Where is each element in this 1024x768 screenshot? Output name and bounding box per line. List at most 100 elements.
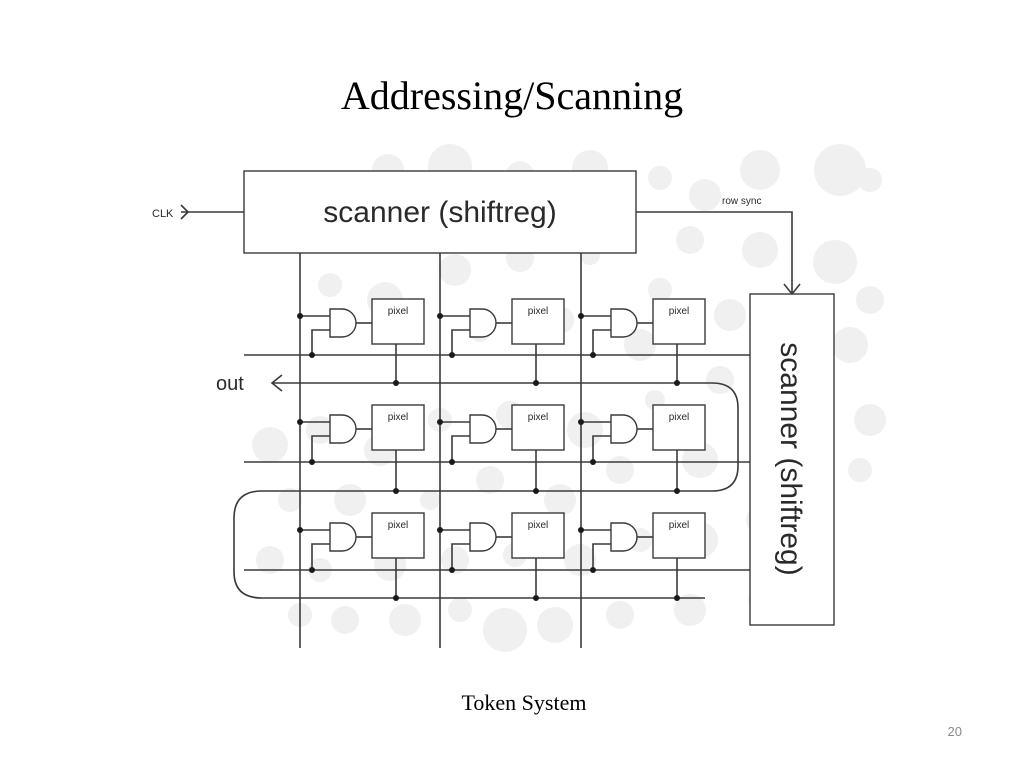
junction-dot [674,380,680,386]
junction-dot [578,313,584,319]
pixel-label: pixel [669,520,690,531]
bubble-decoration [606,601,634,629]
and-gate-icon [329,308,357,338]
bubble-decoration [706,366,734,394]
bubble-decoration [544,484,576,516]
bubble-decoration [256,546,284,574]
bubble-decoration [389,604,421,636]
junction-dot [674,595,680,601]
pixel-label: pixel [388,306,409,317]
bubble-decoration [334,484,366,516]
bubble-decoration [854,404,886,436]
slide-title: Addressing/Scanning [340,73,684,118]
row-select-lines [244,354,750,571]
junction-dot [297,527,303,533]
junction-dot [393,488,399,494]
bubble-decoration [439,254,471,286]
junction-dot [533,380,539,386]
bubble-decoration [476,466,504,494]
pixel-box [371,512,425,559]
bubble-decoration [624,329,656,361]
top-scanner-label: scanner (shiftreg) [323,196,556,229]
bubble-decoration [648,278,672,302]
bubble-decoration [441,546,469,574]
and-gate-icon [469,308,497,338]
and-gate-icon [469,414,497,444]
pixel-cell: pixel [437,512,565,601]
row-sync-wire [636,211,793,294]
bubble-decoration [278,488,302,512]
bubble-decoration [714,299,746,331]
bubble-decoration [306,416,334,444]
row-sync-label: row sync [722,196,761,207]
junction-dot [533,488,539,494]
junction-dot [590,459,596,465]
pixel-box [652,404,706,451]
clk-label: CLK [152,208,174,220]
bubble-decoration [564,544,596,576]
junction-dot [674,488,680,494]
bubble-decoration [318,273,342,297]
and-gate-icon [610,308,638,338]
bubble-decoration [567,412,603,448]
junction-dot [437,313,443,319]
pixel-cell: pixel [578,404,706,494]
junction-dot [437,527,443,533]
side-scanner-label: scanner (shiftreg) [774,342,807,575]
pixel-box [371,298,425,345]
bubble-decoration [483,608,527,652]
junction-dot [578,527,584,533]
bubble-decoration [537,607,573,643]
junction-dot [449,567,455,573]
and-gate-icon [469,522,497,552]
bubble-decoration [848,458,872,482]
token-chain-wire [233,382,739,599]
pixel-cell: pixel [297,404,425,494]
pixel-box [511,404,565,451]
bubble-decoration [740,150,780,190]
and-gate-icon [329,414,357,444]
bubble-decoration [674,594,706,626]
out-label: out [216,373,244,395]
bubble-decoration [648,166,672,190]
pixel-label: pixel [528,412,549,423]
pixel-label: pixel [669,412,690,423]
junction-dot [578,419,584,425]
junction-dot [590,352,596,358]
junction-dot [437,419,443,425]
and-gate-icon [610,414,638,444]
junction-dot [309,567,315,573]
junction-dot [297,313,303,319]
pixel-label: pixel [388,412,409,423]
junction-dot [297,419,303,425]
bubble-decoration [858,168,882,192]
pixel-cell: pixel [297,298,425,386]
pixel-array: pixel pixel pixel pixel pixel pixel pixel pixel… [297,298,706,601]
bubble-decoration [856,286,884,314]
pixel-box [511,298,565,345]
bubble-decoration [448,598,472,622]
bubble-decoration [813,240,857,284]
bubble-decoration [606,456,634,484]
bubble-decoration [689,179,721,211]
junction-dot [449,352,455,358]
bubble-decoration [682,442,718,478]
pixel-cell: pixel [437,404,565,494]
pixel-label: pixel [528,520,549,531]
bubble-decoration [676,226,704,254]
pixel-label: pixel [669,306,690,317]
pixel-box [511,512,565,559]
junction-dot [393,380,399,386]
page-number: 20 [947,724,962,739]
and-gate-icon [610,522,638,552]
pixel-box [652,298,706,345]
junction-dot [449,459,455,465]
slide-caption: Token System [461,690,587,715]
junction-dot [309,459,315,465]
pixel-label: pixel [388,520,409,531]
bubble-decoration [331,606,359,634]
pixel-label: pixel [528,306,549,317]
bubble-decoration [252,427,288,463]
background-bubbles [252,144,886,652]
